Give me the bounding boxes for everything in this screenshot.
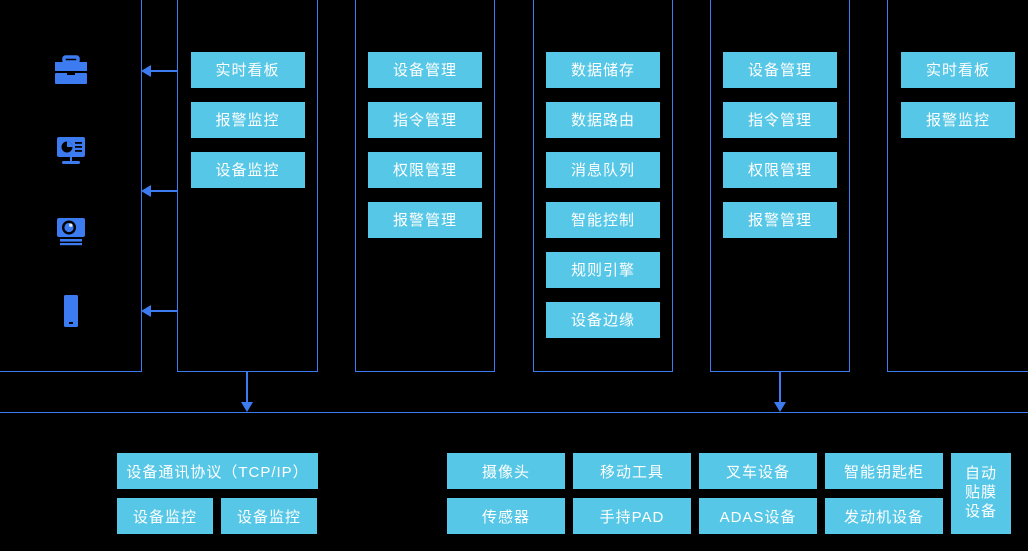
flow-arrow-down-2 <box>774 372 786 412</box>
icon-slot-toolbox <box>0 48 142 94</box>
column-buttons-application: 实时看板 报警监控 设备监控 <box>178 0 317 188</box>
protocol-group: 设备通讯协议（TCP/IP） 设备监控 设备监控 <box>117 453 318 534</box>
device-button[interactable]: 摄像头 <box>447 453 565 489</box>
module-button[interactable]: 数据路由 <box>546 102 660 138</box>
toolbox-icon <box>53 55 89 87</box>
column-buttons-management-b: 设备管理 指令管理 权限管理 报警管理 <box>711 0 849 238</box>
device-row-1: 摄像头 移动工具 叉车设备 智能钥匙柜 <box>447 453 943 489</box>
icon-column-panel <box>0 0 142 372</box>
module-button[interactable]: 权限管理 <box>368 152 482 188</box>
flow-arrow-down-1 <box>241 372 253 412</box>
protocol-button[interactable]: 设备通讯协议（TCP/IP） <box>117 453 318 489</box>
module-button[interactable]: 报警管理 <box>368 202 482 238</box>
protocol-button[interactable]: 设备监控 <box>117 498 213 534</box>
device-button[interactable]: 发动机设备 <box>825 498 943 534</box>
camera-icon <box>53 215 89 247</box>
device-button[interactable]: 手持PAD <box>573 498 691 534</box>
device-button[interactable]: 传感器 <box>447 498 565 534</box>
device-group: 摄像头 移动工具 叉车设备 智能钥匙柜 传感器 手持PAD ADAS设备 发动机… <box>447 453 1011 534</box>
module-button[interactable]: 设备管理 <box>368 52 482 88</box>
column-buttons-monitoring: 实时看板 报警监控 <box>888 0 1028 138</box>
device-rows: 摄像头 移动工具 叉车设备 智能钥匙柜 传感器 手持PAD ADAS设备 发动机… <box>447 453 943 534</box>
module-button[interactable]: 实时看板 <box>190 52 305 88</box>
device-button[interactable]: 智能钥匙柜 <box>825 453 943 489</box>
protocol-button[interactable]: 设备监控 <box>221 498 317 534</box>
module-button[interactable]: 数据储存 <box>546 52 660 88</box>
bottom-device-layer-panel: 设备通讯协议（TCP/IP） 设备监控 设备监控 摄像头 移动工具 叉车设备 智… <box>0 412 1028 551</box>
module-button[interactable]: 实时看板 <box>901 52 1015 88</box>
column-panel-management-b: 设备管理 指令管理 权限管理 报警管理 <box>710 0 850 372</box>
module-button[interactable]: 报警管理 <box>723 202 837 238</box>
device-button[interactable]: 移动工具 <box>573 453 691 489</box>
module-button[interactable]: 指令管理 <box>723 102 837 138</box>
column-panel-monitoring: 实时看板 报警监控 <box>887 0 1028 372</box>
flow-arrow-left-1 <box>141 65 184 77</box>
module-button[interactable]: 报警监控 <box>190 102 305 138</box>
auto-film-line-2: 贴膜 <box>964 484 997 502</box>
device-row-2: 传感器 手持PAD ADAS设备 发动机设备 <box>447 498 943 534</box>
device-button-auto-film[interactable]: 自动 贴膜 设备 <box>951 453 1011 534</box>
column-buttons-management-a: 设备管理 指令管理 权限管理 报警管理 <box>356 0 494 238</box>
protocol-row-2: 设备监控 设备监控 <box>117 498 318 534</box>
protocol-row-1: 设备通讯协议（TCP/IP） <box>117 453 318 489</box>
flow-arrow-left-2 <box>141 185 184 197</box>
module-button[interactable]: 设备监控 <box>190 152 305 188</box>
module-button[interactable]: 消息队列 <box>546 152 660 188</box>
auto-film-line-3: 设备 <box>964 502 997 520</box>
icon-slot-camera <box>0 208 142 254</box>
module-button[interactable]: 设备边缘 <box>546 302 660 338</box>
icon-slot-dashboard <box>0 128 142 174</box>
auto-film-line-1: 自动 <box>964 465 997 483</box>
module-button[interactable]: 权限管理 <box>723 152 837 188</box>
device-button[interactable]: ADAS设备 <box>699 498 817 534</box>
dashboard-monitor-icon <box>53 135 89 167</box>
icon-slot-mobile <box>0 288 142 334</box>
mobile-phone-icon <box>59 294 83 328</box>
column-panel-application: 实时看板 报警监控 设备监控 <box>177 0 318 372</box>
column-panel-platform: 数据储存 数据路由 消息队列 智能控制 规则引擎 设备边缘 <box>533 0 673 372</box>
column-buttons-platform: 数据储存 数据路由 消息队列 智能控制 规则引擎 设备边缘 <box>534 0 672 338</box>
module-button[interactable]: 设备管理 <box>723 52 837 88</box>
column-panel-management-a: 设备管理 指令管理 权限管理 报警管理 <box>355 0 495 372</box>
module-button[interactable]: 智能控制 <box>546 202 660 238</box>
module-button[interactable]: 规则引擎 <box>546 252 660 288</box>
flow-arrow-left-3 <box>141 305 184 317</box>
device-button[interactable]: 叉车设备 <box>699 453 817 489</box>
module-button[interactable]: 报警监控 <box>901 102 1015 138</box>
module-button[interactable]: 指令管理 <box>368 102 482 138</box>
